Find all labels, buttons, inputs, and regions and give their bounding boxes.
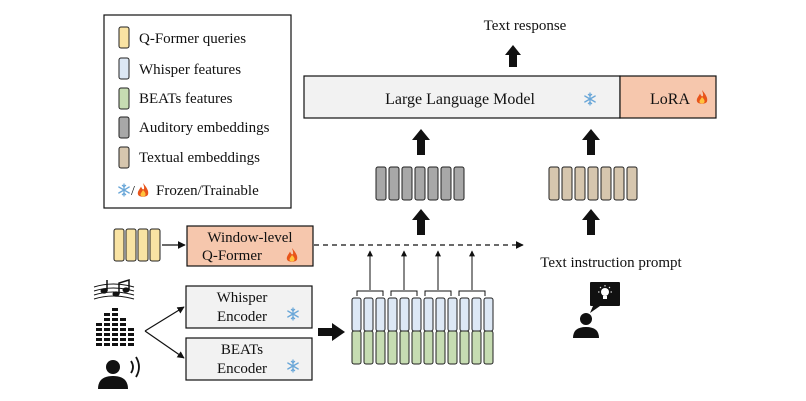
window-brackets xyxy=(356,290,486,296)
up-arrow-icon xyxy=(505,45,521,67)
up-arrow-icon xyxy=(582,129,600,155)
qformer-label: Window-level xyxy=(207,230,292,246)
legend-item-beats-features: BEATs features xyxy=(118,87,233,110)
legend-label: Whisper features xyxy=(139,62,241,78)
music-notes-icon xyxy=(93,278,135,300)
up-arrow-icon xyxy=(582,209,600,235)
legend: Q-Former queries Whisper features BEATs … xyxy=(103,14,292,209)
encoder-label: Encoder xyxy=(217,361,267,377)
legend-item-whisper-features: Whisper features xyxy=(118,57,241,80)
legend-item-qformer-queries: Q-Former queries xyxy=(118,26,246,49)
svg-text:/: / xyxy=(131,184,135,199)
qformer-label: Q-Former xyxy=(202,248,262,264)
legend-label: Frozen/Trainable xyxy=(156,183,259,199)
auditory-embeddings xyxy=(375,166,465,201)
textual-embeddings xyxy=(548,166,638,201)
person-idea-icon xyxy=(573,282,620,338)
legend-label: Textual embeddings xyxy=(139,150,260,166)
lora-label: LoRA xyxy=(650,91,690,108)
arrow xyxy=(144,306,185,332)
right-arrow-icon xyxy=(318,323,345,341)
lora-block: LoRA xyxy=(619,75,717,119)
up-arrow-icon xyxy=(412,209,430,235)
legend-label: Auditory embeddings xyxy=(139,120,270,136)
speaking-person-icon xyxy=(98,356,140,389)
beats-encoder: BEATs Encoder xyxy=(185,337,313,381)
llm-block: Large Language Model xyxy=(303,75,621,119)
llm-label: Large Language Model xyxy=(385,91,535,108)
qformer-queries xyxy=(113,228,161,262)
up-arrow-icon xyxy=(412,129,430,155)
concatenated-features xyxy=(351,297,494,365)
encoder-label: Encoder xyxy=(217,309,267,325)
legend-item-frozen-trainable: / Frozen/Trainable xyxy=(118,183,259,199)
legend-item-auditory-embeddings: Auditory embeddings xyxy=(118,116,270,139)
text-instruction-label: Text instruction prompt xyxy=(540,255,682,271)
arrow xyxy=(144,330,185,359)
legend-item-textual-embeddings: Textual embeddings xyxy=(118,146,260,169)
window-level-qformer: Window-level Q-Former xyxy=(186,225,314,267)
legend-label: Q-Former queries xyxy=(139,31,246,47)
legend-label: BEATs features xyxy=(139,91,233,107)
text-response-label: Text response xyxy=(484,18,567,34)
window-up-arrows xyxy=(367,250,475,290)
encoder-label: Whisper xyxy=(217,290,268,306)
equalizer-icon xyxy=(96,308,134,346)
whisper-encoder: Whisper Encoder xyxy=(185,285,313,329)
encoder-label: BEATs xyxy=(221,342,263,358)
